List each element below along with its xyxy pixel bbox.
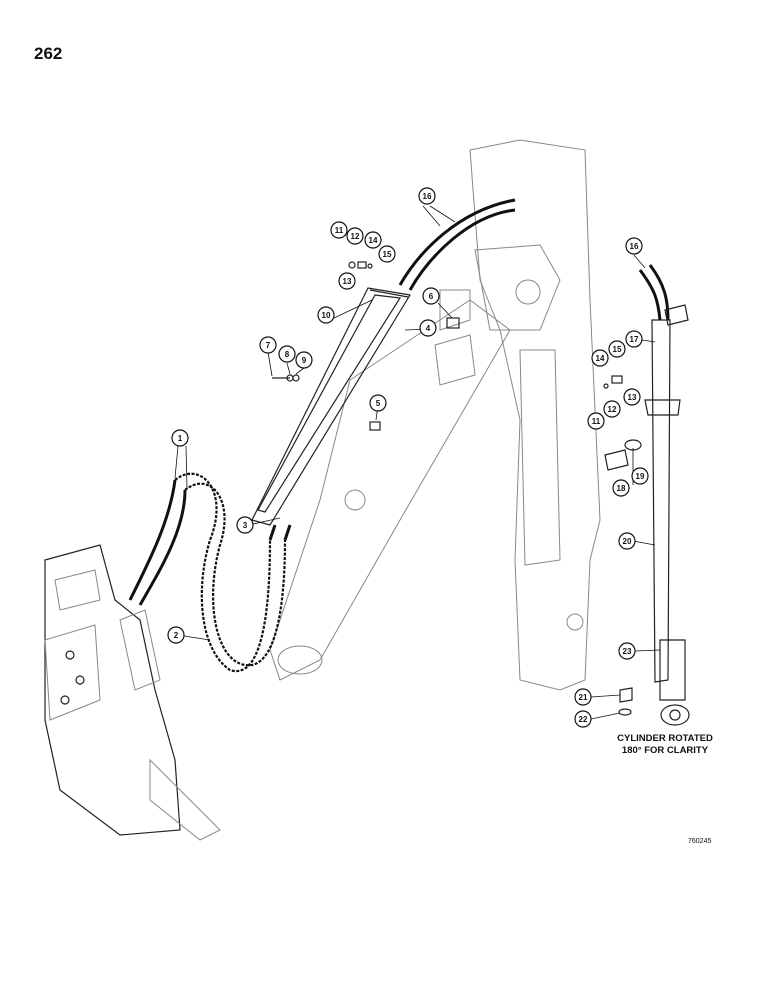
- svg-text:11: 11: [592, 417, 601, 426]
- svg-text:21: 21: [579, 693, 588, 702]
- callout-18: 18: [612, 479, 630, 497]
- svg-text:2: 2: [174, 631, 179, 640]
- svg-text:8: 8: [285, 350, 290, 359]
- drawing-number: 760245: [688, 838, 712, 845]
- callout-12: 12: [346, 227, 364, 245]
- callout-12-cylinder: 12: [603, 400, 621, 418]
- svg-text:17: 17: [630, 335, 639, 344]
- svg-text:7: 7: [266, 341, 271, 350]
- svg-text:1: 1: [178, 434, 183, 443]
- svg-text:14: 14: [369, 236, 378, 245]
- callout-11-cylinder: 11: [587, 412, 605, 430]
- page-number: 262: [34, 44, 63, 63]
- callout-8: 8: [278, 345, 296, 363]
- hardware-parts: [272, 261, 623, 431]
- callout-21: 21: [574, 688, 592, 706]
- callout-9: 9: [295, 351, 313, 369]
- rotation-note-line-2: 180° FOR CLARITY: [621, 745, 709, 756]
- rotation-note-line-1: CYLINDER ROTATED: [617, 733, 713, 744]
- callout-2: 2: [167, 626, 185, 644]
- svg-text:18: 18: [617, 484, 626, 493]
- callout-22: 22: [574, 710, 592, 728]
- callout-20: 20: [618, 532, 636, 550]
- svg-text:20: 20: [623, 537, 632, 546]
- callout-7: 7: [259, 336, 277, 354]
- callout-14: 14: [364, 231, 382, 249]
- callout-13: 13: [338, 272, 356, 290]
- svg-text:5: 5: [376, 399, 381, 408]
- callout-19: 19: [631, 467, 649, 485]
- callout-1: 1: [171, 429, 189, 447]
- svg-text:23: 23: [623, 647, 632, 656]
- callout-14-cylinder: 14: [591, 349, 609, 367]
- callout-23: 23: [618, 642, 636, 660]
- svg-text:9: 9: [302, 356, 307, 365]
- control-valve-frame: [44, 544, 221, 841]
- svg-text:16: 16: [423, 192, 432, 201]
- svg-text:12: 12: [351, 232, 360, 241]
- svg-text:22: 22: [579, 715, 588, 724]
- svg-text:14: 14: [596, 354, 605, 363]
- svg-text:3: 3: [243, 521, 248, 530]
- callout-4: 4: [419, 319, 437, 337]
- svg-text:10: 10: [322, 311, 331, 320]
- callout-5: 5: [369, 394, 387, 412]
- callout-16-boom: 16: [418, 187, 436, 205]
- tube-bracket: [251, 287, 411, 526]
- callout-13-cylinder: 13: [623, 388, 641, 406]
- callout-6: 6: [422, 287, 440, 305]
- callout-10: 10: [317, 306, 335, 324]
- rotation-note: CYLINDER ROTATED 180° FOR CLARITY: [610, 733, 720, 757]
- svg-text:19: 19: [636, 472, 645, 481]
- hoses-1-2: [128, 472, 292, 673]
- hoses-16: [398, 198, 516, 291]
- svg-text:12: 12: [608, 405, 617, 414]
- cylinder-assembly: [604, 264, 690, 726]
- svg-text:13: 13: [343, 277, 352, 286]
- callout-17: 17: [625, 330, 643, 348]
- svg-text:6: 6: [429, 292, 434, 301]
- callout-11: 11: [330, 221, 348, 239]
- svg-text:15: 15: [613, 345, 622, 354]
- callout-15: 15: [378, 245, 396, 263]
- leader-lines: [174, 205, 661, 720]
- boom-structure: [269, 139, 601, 691]
- svg-text:15: 15: [383, 250, 392, 259]
- svg-text:13: 13: [628, 393, 637, 402]
- svg-text:16: 16: [630, 242, 639, 251]
- svg-text:11: 11: [335, 226, 344, 235]
- callout-15-cylinder: 15: [608, 340, 626, 358]
- svg-text:4: 4: [426, 324, 431, 333]
- callout-3: 3: [236, 516, 254, 534]
- callout-16-cylinder: 16: [625, 237, 643, 255]
